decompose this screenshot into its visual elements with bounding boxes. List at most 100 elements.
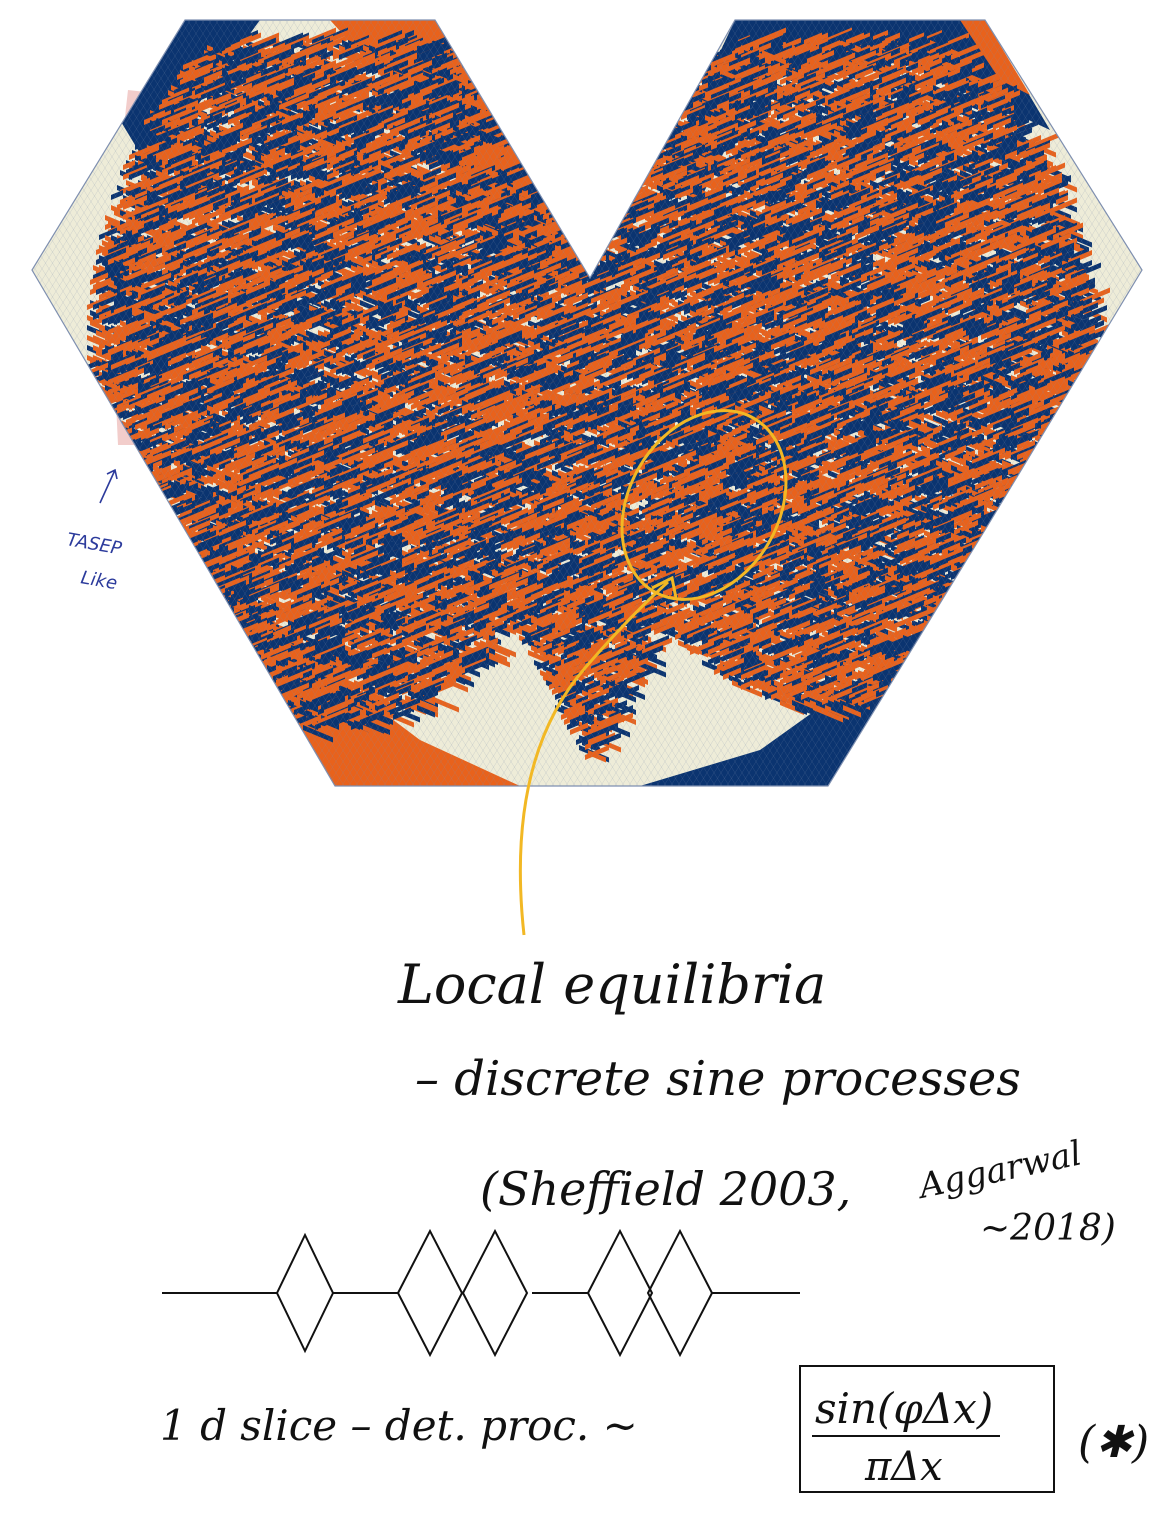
lozenge (507, 95, 531, 110)
lozenge (468, 60, 480, 70)
lozenge (612, 200, 624, 210)
lozenge (597, 220, 609, 230)
lozenge (513, 105, 537, 120)
lozenge (534, 160, 564, 178)
lozenge (522, 150, 546, 165)
lozenge (624, 185, 636, 195)
lozenge (513, 120, 525, 130)
lozenge (486, 95, 498, 105)
lozenge (495, 85, 519, 100)
lozenge (621, 165, 645, 180)
lozenge (246, 37, 276, 55)
lozenge (624, 162, 642, 175)
lozenge (507, 117, 525, 130)
lozenge (678, 85, 690, 95)
lozenge (645, 115, 669, 130)
lozenge (477, 90, 489, 100)
lozenge (531, 165, 549, 178)
lozenge (606, 215, 618, 225)
lozenge (465, 55, 489, 70)
lozenge (666, 92, 684, 105)
lozenge (336, 32, 354, 45)
lozenge (495, 110, 507, 120)
lozenge (489, 82, 519, 100)
lozenge (603, 207, 621, 220)
lozenge (498, 100, 516, 113)
lozenge (627, 165, 639, 175)
lozenge (492, 97, 522, 115)
lozenge (483, 82, 513, 100)
lozenge (519, 122, 549, 140)
lozenge (669, 90, 681, 100)
lozenge (516, 140, 546, 158)
lozenge (501, 95, 531, 113)
lozenge (543, 175, 567, 190)
lozenge (513, 130, 525, 140)
lozenge (519, 125, 531, 135)
lozenge (648, 145, 660, 155)
lozenge (474, 70, 492, 83)
lozenge (492, 100, 522, 118)
lozenge (534, 170, 552, 183)
lozenge (537, 180, 549, 190)
lozenge (603, 192, 633, 210)
lozenge (471, 52, 501, 70)
lozenge (615, 170, 627, 180)
lozenge (483, 65, 507, 80)
lozenge (501, 112, 531, 130)
lozenge (636, 165, 648, 175)
lozenge (642, 150, 654, 160)
lozenge (636, 145, 648, 155)
lozenge (648, 125, 660, 135)
lozenge (651, 115, 675, 130)
lozenge (504, 100, 516, 110)
lozenge (663, 105, 681, 118)
lozenge (507, 122, 537, 140)
lozenge (642, 122, 660, 135)
lozenge (600, 210, 612, 220)
lozenge (951, 42, 981, 60)
lozenge (540, 180, 564, 195)
lozenge (720, 57, 750, 75)
lozenge (909, 47, 927, 60)
lozenge (621, 185, 633, 195)
lozenge (525, 145, 555, 163)
lozenge (306, 55, 318, 65)
lozenge (537, 175, 555, 188)
lozenge (540, 170, 558, 183)
lozenge (477, 60, 489, 70)
lozenge (789, 57, 807, 70)
lozenge (588, 245, 600, 255)
lozenge (654, 115, 666, 125)
lozenge (489, 77, 507, 90)
lozenge (456, 50, 480, 65)
lozenge (633, 145, 651, 158)
lozenge-tiling (32, 20, 1142, 786)
lozenge (660, 112, 678, 125)
lozenge (594, 225, 606, 235)
lozenge (612, 190, 630, 203)
lozenge (510, 120, 528, 133)
lozenge (501, 102, 531, 120)
lozenge (516, 112, 534, 125)
lozenge (531, 150, 543, 160)
lozenge (474, 75, 486, 85)
lozenge (609, 172, 639, 190)
lozenge (612, 175, 624, 185)
lozenge (480, 57, 510, 75)
lozenge (498, 110, 522, 125)
lozenge (525, 155, 543, 168)
lozenge (549, 195, 573, 210)
lozenge (516, 145, 528, 155)
lozenge (486, 67, 516, 85)
lozenge (540, 180, 552, 190)
lozenge (483, 72, 513, 90)
lozenge (636, 130, 660, 145)
lozenge (648, 115, 660, 125)
lozenge (600, 220, 612, 230)
lozenge (471, 65, 495, 80)
lozenge (522, 130, 534, 140)
lozenge (627, 147, 645, 160)
